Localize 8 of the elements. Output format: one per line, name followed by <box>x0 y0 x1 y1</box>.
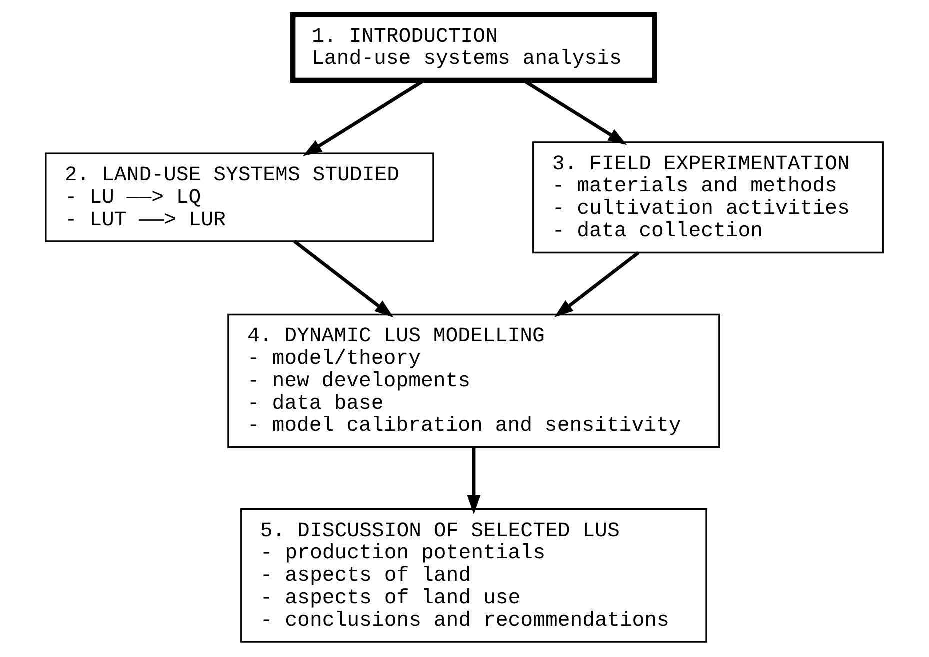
node-box: 2. LAND-USE SYSTEMS STUDIED - LU ——> LQ - LUT ——> LUR <box>45 152 434 242</box>
arrow <box>554 251 640 318</box>
node-box: 1. INTRODUCTION Land-use systems analysis <box>290 12 658 84</box>
node-box: 3. FIELD EXPERIMENTATION - materials and methods - cultivation activities - data collection <box>532 142 884 254</box>
arrow <box>294 240 394 318</box>
arrow <box>467 448 481 515</box>
node-box: 4. DYNAMIC LUS MODELLING - model/theory - new developments - data base - model calibration and sensitivity <box>228 314 720 448</box>
node-box: 5. DISCUSSION OF SELECTED LUS - production potentials - aspects of land - aspects of land use - conclusions and recommendations <box>240 508 708 643</box>
